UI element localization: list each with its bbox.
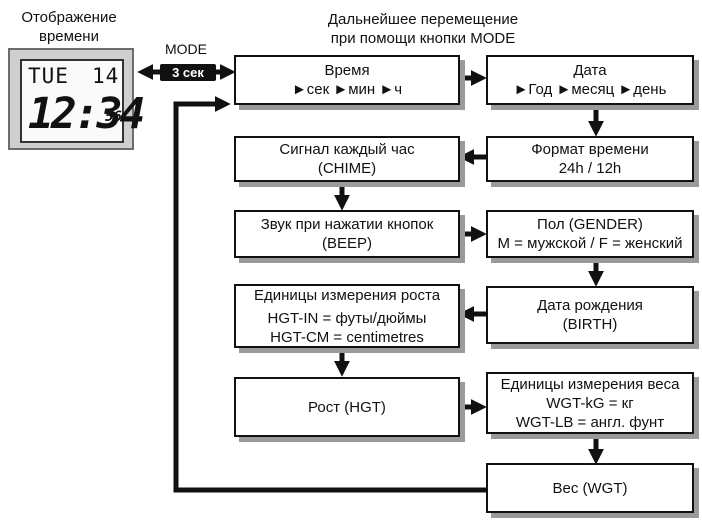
box-height-units-option: HGT-IN = футы/дюймы — [267, 309, 427, 327]
watch-date: 14 — [92, 64, 120, 88]
box-gender-title: Пол (GENDER) — [537, 216, 643, 233]
watch-time: 12:34 — [28, 89, 145, 139]
box-date-detail: ►Год ►месяц ►день — [513, 81, 667, 98]
navigation-caption-line: при помощи кнопки MODE — [330, 30, 516, 47]
box-height-title: Рост (HGT) — [308, 398, 386, 416]
box-time: Время ►сек ►мин ►ч — [234, 55, 460, 105]
box-chime-title: Сигнал каждый час — [279, 141, 415, 158]
box-time-format-title: Формат времени — [531, 141, 649, 158]
watch-lcd-screen: TUE 14 12:34 56 — [20, 59, 145, 143]
navigation-caption: Дальнейшее перемещение при помощи кнопки… — [288, 10, 558, 48]
mode-label: MODE — [165, 41, 207, 57]
box-weight-units-title: Единицы измерения веса — [500, 375, 680, 393]
box-time-detail: ►сек ►мин ►ч — [291, 81, 403, 98]
box-weight-units-option: WGT-LB = англ. фунт — [515, 413, 665, 431]
display-caption: Отображение времени — [4, 8, 134, 46]
box-weight-units: Единицы измерения веса WGT-kG = кг WGT-L… — [486, 372, 694, 434]
box-time-title: Время — [324, 62, 370, 79]
box-weight-units-option: WGT-kG = кг — [546, 394, 634, 412]
watch-illustration: TUE 14 12:34 56 — [8, 48, 145, 150]
watch-day: TUE — [28, 64, 69, 88]
box-height-units-option: HGT-CM = centimetres — [270, 328, 424, 346]
display-caption-line: времени — [39, 28, 99, 45]
box-gender: Пол (GENDER) M = мужской / F = женский — [486, 210, 694, 258]
box-beep: Звук при нажатии кнопок (BEEP) — [234, 210, 460, 258]
box-time-format-detail: 24h / 12h — [558, 160, 622, 177]
box-date: Дата ►Год ►месяц ►день — [486, 55, 694, 105]
mode-hold-badge: 3 сек — [160, 64, 216, 81]
box-chime: Сигнал каждый час (CHIME) — [234, 136, 460, 182]
watch-seconds: 56 — [105, 109, 122, 125]
box-chime-detail: (CHIME) — [317, 160, 377, 177]
box-birth-title: Дата рождения — [537, 297, 643, 314]
box-birth-detail: (BIRTH) — [562, 316, 618, 333]
box-height-units-title: Единицы измерения роста — [253, 286, 441, 304]
box-date-title: Дата — [573, 62, 607, 79]
box-height: Рост (HGT) — [234, 377, 460, 437]
box-time-format: Формат времени 24h / 12h — [486, 136, 694, 182]
navigation-caption-line: Дальнейшее перемещение — [327, 11, 519, 28]
box-beep-title: Звук при нажатии кнопок — [260, 216, 434, 233]
display-caption-line: Отображение — [21, 9, 117, 26]
box-height-units: Единицы измерения роста HGT-IN = футы/дю… — [234, 284, 460, 348]
box-gender-detail: M = мужской / F = женский — [497, 235, 683, 252]
box-birth: Дата рождения (BIRTH) — [486, 286, 694, 344]
box-beep-detail: (BEEP) — [321, 235, 372, 252]
box-weight: Вес (WGT) — [486, 463, 694, 513]
arrow-weight-return-loop — [173, 95, 486, 493]
box-weight-title: Вес (WGT) — [552, 479, 628, 497]
